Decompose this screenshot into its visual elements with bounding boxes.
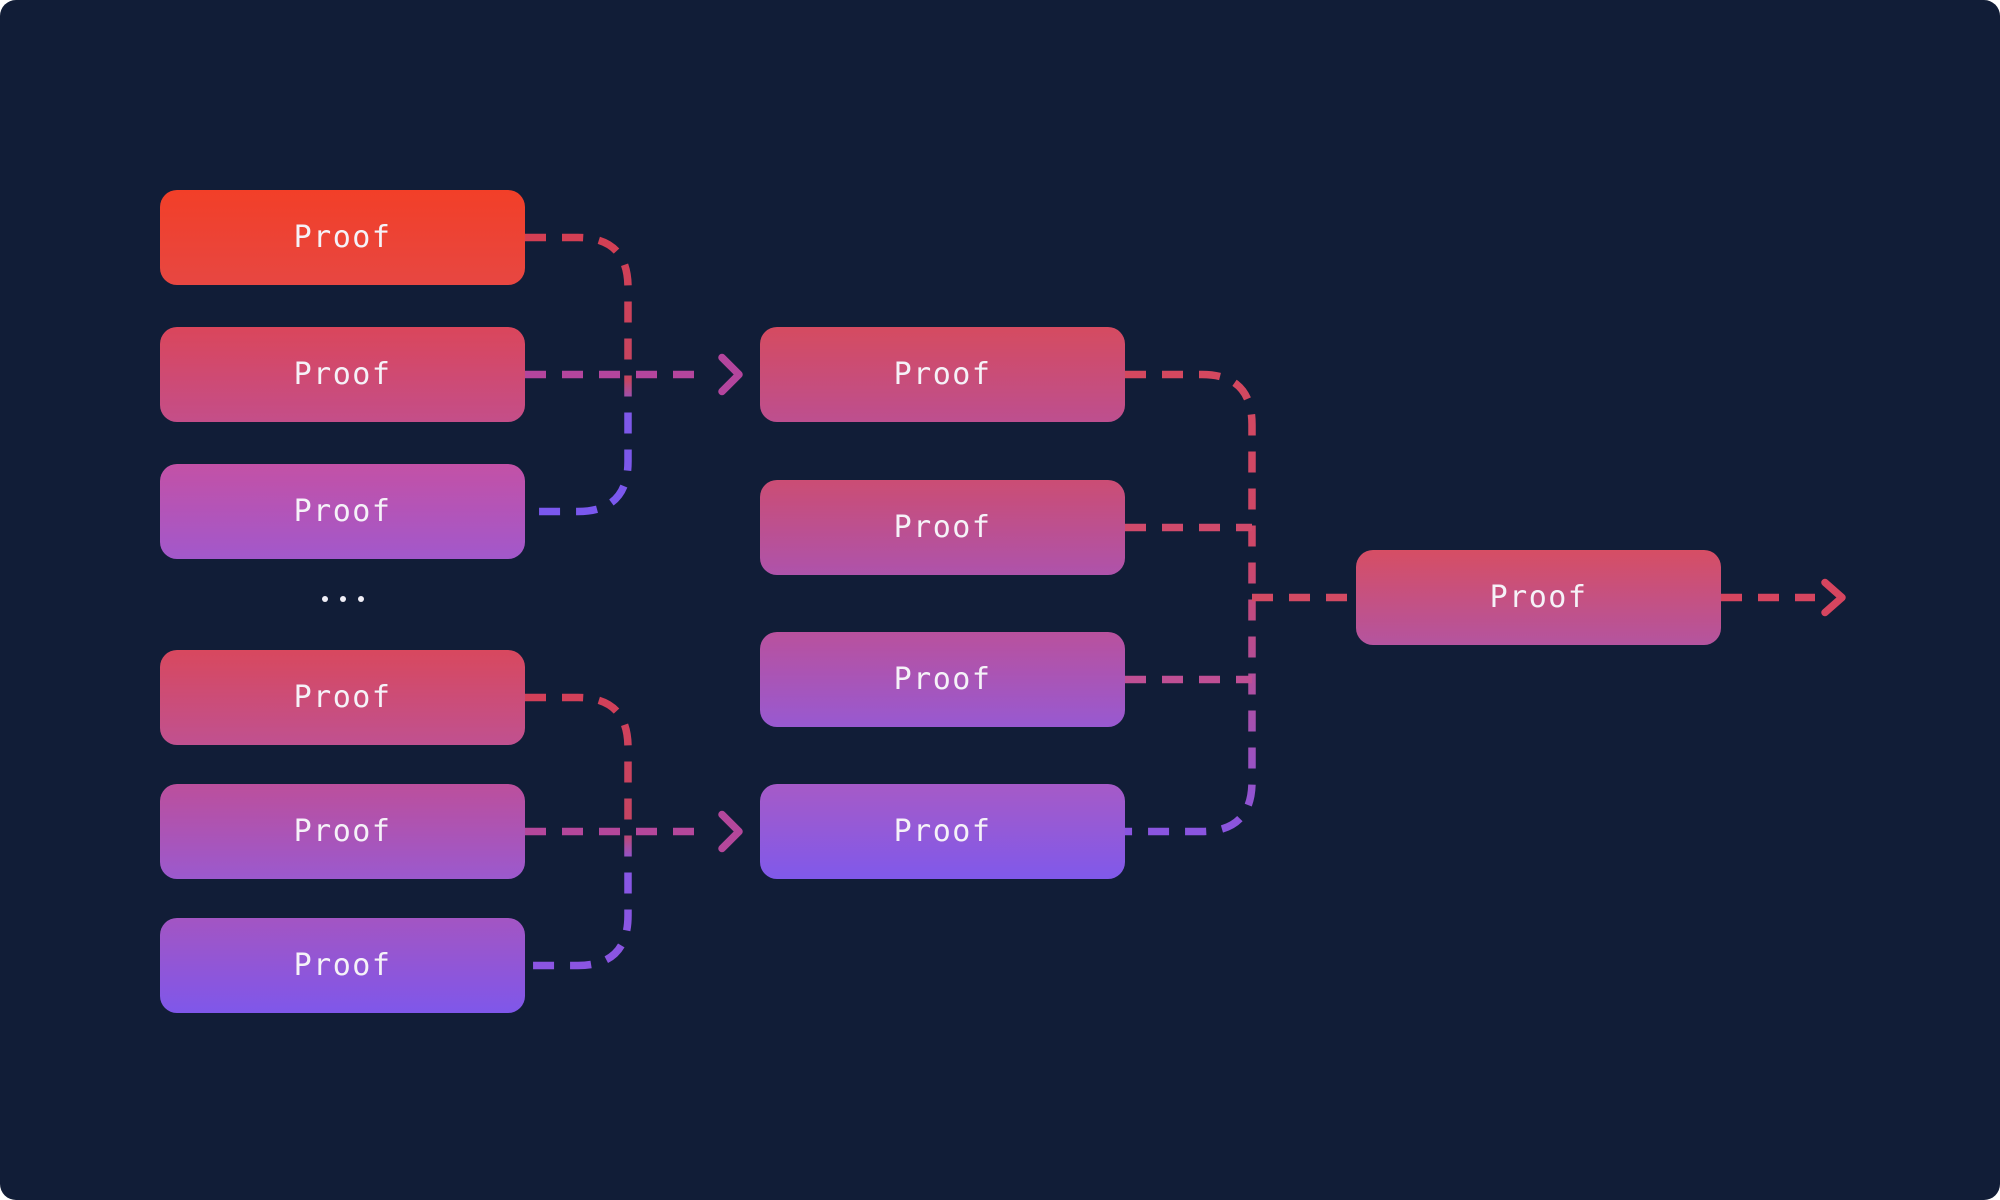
proof-box-label: Proof [893,357,992,392]
proof-box-left-top-2: Proof [160,327,525,422]
proof-box-middle-3: Proof [760,632,1125,727]
proof-box-label: Proof [293,814,392,849]
connector-bottom-fork [525,693,632,970]
proof-box-middle-4: Proof [760,784,1125,879]
arrowhead-into-m4-icon [718,810,743,853]
proof-box-label: Proof [293,948,392,983]
proof-box-left-bottom-3: Proof [160,918,525,1013]
proof-box-label: Proof [293,220,392,255]
proof-box-left-bottom-2: Proof [160,784,525,879]
proof-box-left-top-3: Proof [160,464,525,559]
proof-box-label: Proof [293,680,392,715]
ellipsis-dot [321,596,328,602]
proof-box-label: Proof [893,814,992,849]
proof-box-label: Proof [893,510,992,545]
proof-box-label: Proof [893,662,992,697]
arrowhead-into-m1-icon [718,353,743,396]
ellipsis-dot [339,596,346,602]
proof-box-final: Proof [1356,550,1721,645]
proof-box-label: Proof [293,494,392,529]
proof-box-left-top-1: Proof [160,190,525,285]
proof-box-label: Proof [293,357,392,392]
proof-box-middle-2: Proof [760,480,1125,575]
connector-top-fork [525,233,632,516]
proof-box-label: Proof [1489,580,1588,615]
ellipsis-dot [357,596,364,602]
ellipsis [160,596,525,602]
proof-box-left-bottom-1: Proof [160,650,525,745]
proof-box-middle-1: Proof [760,327,1125,422]
connector-middle-fork [1125,370,1256,836]
arrowhead-final-output-icon [1821,578,1846,617]
